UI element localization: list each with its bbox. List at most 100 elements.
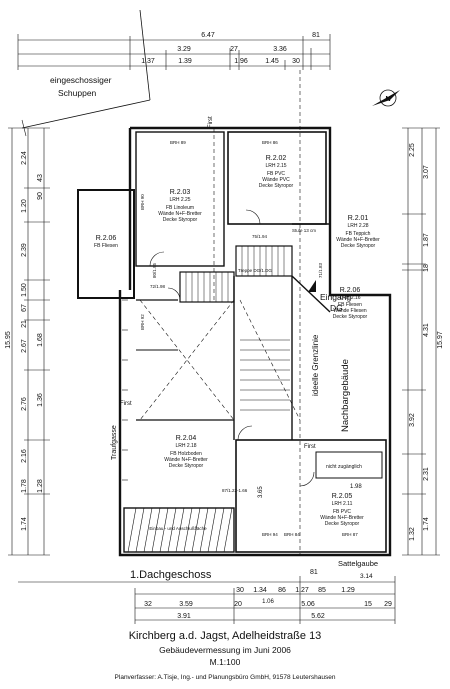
svg-text:Wände N+F-Bretter: Wände N+F-Bretter: [320, 515, 364, 521]
svg-text:Decke Styropor: Decke Styropor: [341, 243, 376, 249]
dim-bottom-r1-4: 85: [318, 587, 326, 594]
dim-bottom-r1-2: 86: [278, 587, 286, 594]
svg-text:R.2.04: R.2.04: [176, 435, 197, 442]
svg-text:LRH 2.11: LRH 2.11: [332, 501, 353, 507]
dim-left-c1-7: 2.76: [21, 397, 28, 411]
svg-text:Decke Styropor: Decke Styropor: [259, 183, 294, 189]
first-top-label: First: [208, 116, 214, 128]
dim-bottom-r1-3: 1.27: [295, 587, 309, 594]
bottom-dimension-lines: [18, 576, 396, 624]
small-label-door3: 80/1.95: [152, 262, 157, 278]
dim-bottom-r2-1: 3.59: [179, 601, 193, 608]
dim-bottom-r3-1: 5.62: [311, 613, 325, 620]
dim-top-r2-e: 30: [292, 58, 300, 65]
small-label-door4: 71/1.83: [318, 262, 323, 278]
svg-text:LRH 2.16: LRH 2.16: [339, 295, 360, 301]
dim-top-r2-b: 1.39: [178, 58, 192, 65]
dim-left-c1-9: 1.78: [21, 479, 28, 493]
svg-text:Wände PVC: Wände PVC: [262, 177, 290, 183]
dim-top-r1-b: 27: [230, 46, 238, 53]
dim-right-c2-1: 3.92: [409, 413, 416, 427]
dim-left-c1-10: 1.74: [21, 517, 28, 531]
dim-bottom-r2-2: 20: [234, 601, 242, 608]
small-label-brh90: BRH 90: [140, 194, 145, 210]
room-r204-label: R.2.04 LRH 2.18 FB Holzboden Wände N+F-B…: [164, 435, 208, 469]
right-dimension-lines: [402, 127, 440, 556]
room-r206-label: R.2.06 FB Fliesen: [94, 235, 118, 249]
svg-text:R.2.06: R.2.06: [340, 287, 361, 294]
first-left-label: First: [120, 401, 132, 407]
dim-top-total: 6.47: [201, 32, 215, 39]
small-label-brh89: BRH 89: [170, 140, 186, 145]
svg-text:FB PVC: FB PVC: [333, 509, 351, 515]
left-dimension-lines: [8, 127, 50, 556]
dim-bottom-r3-0: 3.91: [177, 613, 191, 620]
dim-left-c1-1: 1.20: [21, 199, 28, 213]
traufgasse-label: Traufgasse: [111, 425, 118, 460]
shed-label-line1: eingeschossiger: [50, 75, 112, 85]
dim-right-c1-0: 3.07: [423, 165, 430, 179]
door-swings: [149, 209, 315, 487]
svg-text:R.2.02: R.2.02: [266, 155, 287, 162]
dim-left-c2-1: 90: [37, 192, 44, 200]
dim-left-c2-3: 1.36: [37, 393, 44, 407]
dim-top-r2-d: 1.45: [265, 58, 279, 65]
nicht-zugaenglich-note: nicht zugänglich: [326, 464, 362, 470]
plan-subtitle: Gebäudevermessung im Juni 2006: [159, 645, 291, 655]
hatched-strip-label: Einbau - und Anschlußfläche: [149, 526, 207, 531]
dim-left-c1-4: 67: [21, 304, 28, 312]
north-arrow-icon: N: [372, 89, 400, 107]
dim-right-c1-1: 1.87: [423, 233, 430, 247]
plan-title: Kirchberg a.d. Jagst, Adelheidstraße 13: [128, 630, 322, 642]
dim-bottom-right-small: 81: [310, 569, 318, 576]
svg-text:LRH 2.25: LRH 2.25: [169, 197, 190, 203]
top-dimension-lines: [17, 34, 331, 70]
dim-top-r2-c: 1.96: [234, 58, 248, 65]
svg-text:FB Fliesen: FB Fliesen: [94, 243, 118, 249]
dim-top-r1-a: 3.29: [177, 46, 191, 53]
svg-text:R.2.01: R.2.01: [348, 215, 369, 222]
svg-text:R.2.03: R.2.03: [170, 189, 191, 196]
small-label-365: 3.65: [258, 486, 264, 498]
dim-left-c2-0: 43: [37, 174, 44, 182]
dim-right-c2-2: 1.32: [409, 527, 416, 541]
small-label-brh86: BRH 86: [262, 140, 278, 145]
dim-bottom-r2b-0: 1.06: [262, 599, 274, 605]
entrance-label-2: DG: [330, 303, 343, 313]
stairs: [185, 246, 290, 411]
svg-text:R.2.05: R.2.05: [332, 493, 353, 500]
room-r205-label: R.2.05 LRH 2.11 FB PVC Wände N+F-Bretter…: [320, 493, 364, 527]
svg-text:LRH 2.15: LRH 2.15: [265, 163, 286, 169]
plan-author: Planverfasser: A.Tisje, Ing.- und Planun…: [114, 674, 336, 681]
svg-text:FB Fliesen: FB Fliesen: [338, 302, 362, 308]
entrance-label-1: Eingang: [320, 292, 351, 302]
svg-text:Decke Styropor: Decke Styropor: [333, 314, 368, 320]
dim-right-c1-3: 4.31: [423, 323, 430, 337]
floor-label: 1.Dachgeschoss: [130, 569, 212, 581]
dim-bottom-r2-5: 29: [384, 601, 392, 608]
svg-text:R.2.06: R.2.06: [96, 235, 117, 242]
treppe-note: Treppe DG/1.DG: [238, 268, 272, 273]
svg-text:Wände N+F-Bretter: Wände N+F-Bretter: [158, 211, 202, 217]
dim-bottom-r2-3: 5.06: [301, 601, 315, 608]
hatched-strip: [123, 507, 235, 553]
small-label-door2: 72/1.98: [150, 284, 166, 289]
room-r206b-label: R.2.06 LRH 2.16 FB Fliesen Wände Fliesen…: [333, 287, 368, 320]
dim-bottom-r2-4: 15: [364, 601, 372, 608]
svg-text:FB PVC: FB PVC: [267, 171, 285, 177]
dim-right-total: 15.97: [437, 331, 444, 349]
dim-right-c1-2: 18: [423, 264, 430, 272]
grenzlinie-label: ideelle Grenzlinie: [311, 334, 320, 396]
svg-text:FB Linoleum: FB Linoleum: [166, 205, 194, 211]
dim-top-r1-c: 3.36: [273, 46, 287, 53]
svg-text:Decke Styropor: Decke Styropor: [325, 521, 360, 527]
building-walls: [77, 126, 392, 557]
dim-left-c1-2: 2.39: [21, 243, 28, 257]
dim-left-c1-5: 21: [21, 320, 28, 328]
dim-left-total: 15.95: [5, 331, 12, 349]
dim-top-r2-a: 1.37: [141, 58, 155, 65]
small-label-brh87: BRH 87: [342, 532, 358, 537]
stufe-note: Stufe 13 cm: [292, 228, 316, 233]
floor-plan-drawing: 6.47 81 3.29 27 3.36 1.37 1.39 1.96 1.45…: [5, 9, 444, 624]
